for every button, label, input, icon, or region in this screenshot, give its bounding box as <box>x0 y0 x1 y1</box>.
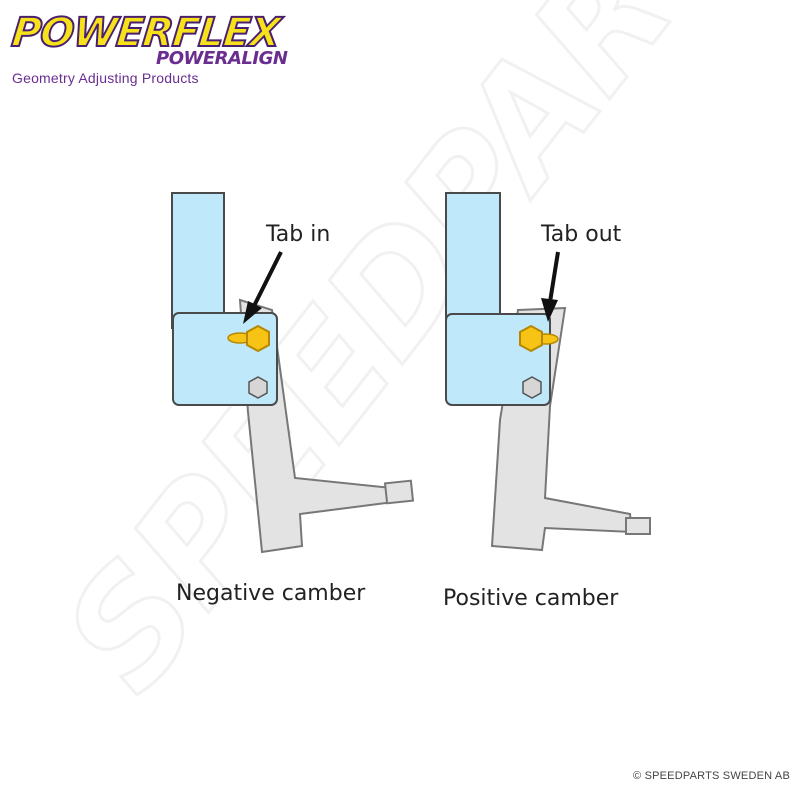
stub-axle-left <box>383 479 415 505</box>
lower-bolt-right <box>522 376 542 399</box>
callout-tab-in: Tab in <box>266 222 331 247</box>
caption-positive-camber: Positive camber <box>443 586 619 611</box>
callout-arrow-left <box>251 251 283 309</box>
caption-negative-camber: Negative camber <box>176 581 366 606</box>
copyright-notice: © SPEEDPARTS SWEDEN AB <box>633 770 790 782</box>
callout-tab-out: Tab out <box>541 222 622 247</box>
callout-arrowhead-left <box>243 301 262 324</box>
sub-brand-name: POWERALIGN <box>156 48 288 69</box>
callout-arrowhead-right <box>541 298 558 322</box>
knuckle-left <box>238 298 396 554</box>
lower-bolt-left <box>248 376 268 399</box>
strut-body-right <box>445 192 501 329</box>
strut-body-left <box>171 192 225 329</box>
cam-bolt-left <box>246 324 270 353</box>
brand-tagline: Geometry Adjusting Products <box>12 70 199 86</box>
callout-arrow-right <box>548 251 560 303</box>
powerflex-logo: POWERFLEX POWERALIGN Geometry Adjusting … <box>6 8 288 86</box>
cam-bolt-right <box>519 324 543 353</box>
stub-axle-right <box>625 517 651 535</box>
